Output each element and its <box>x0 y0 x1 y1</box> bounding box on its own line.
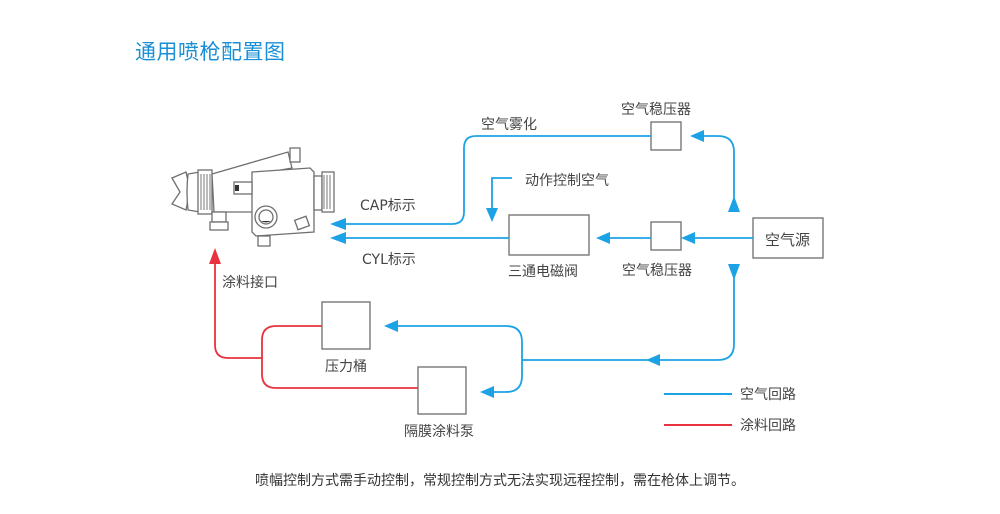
label-diaphragm-pump: 隔膜涂料泵 <box>404 424 474 440</box>
three-way-solenoid-valve-box <box>508 214 590 256</box>
label-atomize-air: 空气雾化 <box>481 117 537 133</box>
paint-circuit <box>209 248 418 389</box>
label-air-source: 空气源 <box>765 231 811 249</box>
air-source-box <box>752 217 824 259</box>
label-regulator-mid: 空气稳压器 <box>622 263 692 279</box>
label-regulator-top: 空气稳压器 <box>621 102 691 118</box>
air-regulator-top-box <box>650 121 682 151</box>
label-cap-mark: CAP标示 <box>360 198 416 214</box>
label-cyl-mark: CYL标示 <box>362 252 416 268</box>
label-paint-inlet: 涂料接口 <box>222 275 278 291</box>
spray-gun-icon <box>171 147 335 247</box>
air-circuit <box>330 130 753 398</box>
page-title: 通用喷枪配置图 <box>135 40 286 64</box>
caption: 喷幅控制方式需手动控制，常规控制方式无法实现远程控制，需在枪体上调节。 <box>255 473 745 489</box>
legend-paint-label: 涂料回路 <box>740 418 796 434</box>
label-solenoid-valve: 三通电磁阀 <box>508 264 578 280</box>
pressure-tank-box <box>321 301 371 350</box>
diaphragm-pump-box <box>417 366 467 415</box>
air-regulator-mid-box <box>650 221 682 251</box>
label-action-control-air: 动作控制空气 <box>525 173 609 189</box>
legend-air-label: 空气回路 <box>740 387 796 403</box>
label-pressure-tank: 压力桶 <box>325 359 367 375</box>
